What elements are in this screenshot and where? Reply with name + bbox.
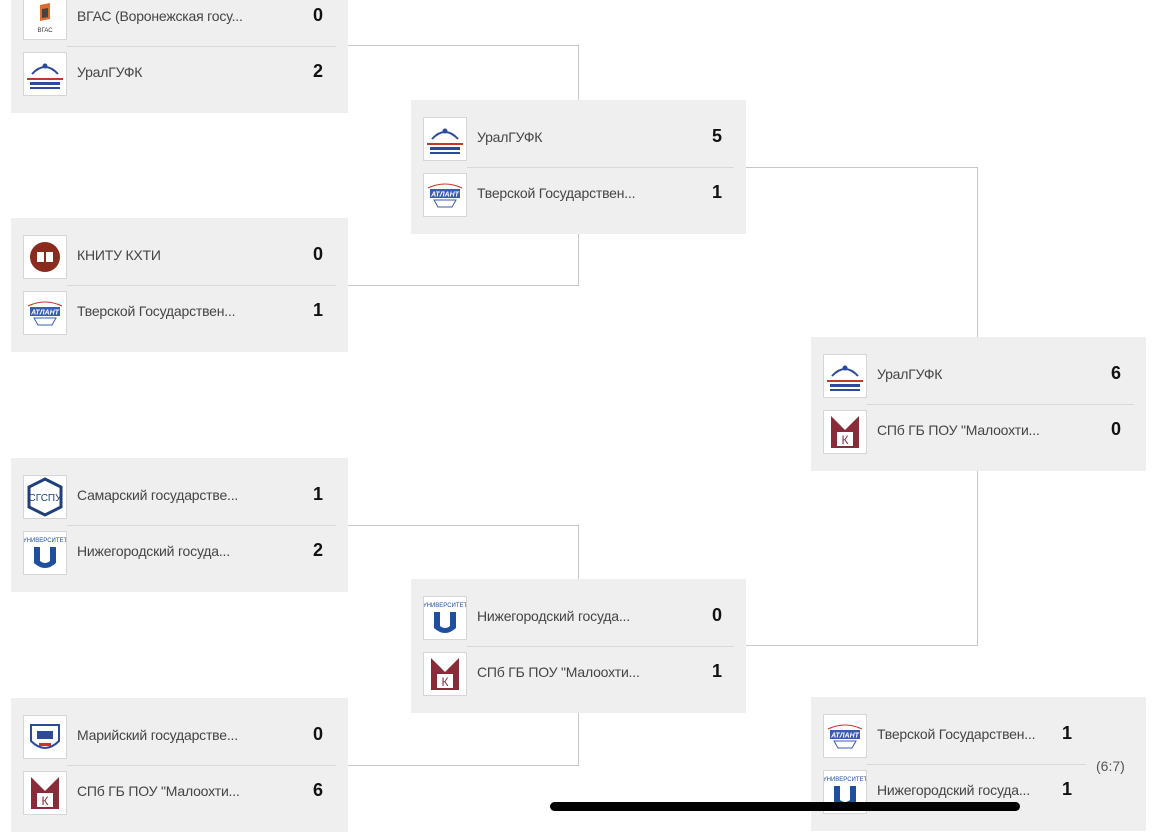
team-score: 6 [1110, 363, 1121, 383]
team-row[interactable]: УралГУФК 2 [11, 46, 348, 102]
team-row[interactable]: УНИВЕРСИТЕТ Нижегородский госуда... 2 [11, 525, 348, 581]
team-score: 0 [312, 5, 323, 25]
divider [67, 285, 336, 286]
team-row[interactable]: УНИВЕРСИТЕТ Нижегородский госуда... 0 [411, 590, 746, 646]
connector [348, 285, 579, 286]
team-name: УралГУФК [877, 366, 943, 382]
team-name: СПб ГБ ПОУ "Малоохти... [77, 783, 240, 799]
team-score: 5 [711, 126, 722, 146]
divider [867, 764, 1086, 765]
svg-text:УНИВЕРСИТЕТ: УНИВЕРСИТЕТ [424, 603, 466, 609]
svg-text:УНИВЕРСИТЕТ: УНИВЕРСИТЕТ [24, 538, 66, 544]
svg-text:К: К [42, 794, 49, 808]
uralgufk-logo [823, 354, 867, 398]
sgspu-logo: СГСПУ [23, 475, 67, 519]
svg-text:АТЛАНТ: АТЛАНТ [30, 310, 60, 317]
svg-text:АТЛАНТ: АТЛАНТ [430, 192, 460, 199]
team-name: Тверской Государствен... [77, 303, 236, 319]
connector [348, 765, 579, 766]
team-row[interactable]: ВГАС ВГАС (Воронежская госу... 0 [11, 0, 348, 46]
team-row[interactable]: АТЛАНТ Тверской Государствен... 1 [11, 285, 348, 341]
team-row[interactable]: АТЛАНТ Тверской Государствен... 1 [811, 708, 1146, 764]
team-row[interactable]: Марийский государстве... 0 [11, 709, 348, 765]
team-score: 1 [312, 484, 323, 504]
mk-logo: К [423, 652, 467, 696]
team-score: 1 [1061, 779, 1072, 799]
team-name: ВГАС (Воронежская госу... [77, 8, 243, 24]
match-round1[interactable]: ВГАС ВГАС (Воронежская госу... 0 УралГУФ… [11, 0, 348, 113]
team-score: 0 [711, 605, 722, 625]
vgas-logo: ВГАС [23, 0, 67, 40]
margu-logo [23, 715, 67, 759]
home-indicator[interactable] [550, 802, 1020, 811]
team-name: СПб ГБ ПОУ "Малоохти... [877, 422, 1040, 438]
team-name: КНИТУ КХТИ [77, 247, 161, 263]
team-row[interactable]: К СПб ГБ ПОУ "Малоохти... 6 [11, 765, 348, 821]
team-score: 1 [711, 661, 722, 681]
svg-text:ВГАС: ВГАС [37, 28, 53, 34]
team-score: 0 [312, 244, 323, 264]
connector [348, 45, 579, 46]
svg-text:УНИВЕРСИТЕТ: УНИВЕРСИТЕТ [824, 777, 866, 783]
team-score: 1 [1061, 723, 1072, 743]
team-name: Тверской Государствен... [877, 726, 1036, 742]
team-name: Нижегородский госуда... [77, 543, 230, 559]
unn-logo: УНИВЕРСИТЕТ [23, 531, 67, 575]
divider [467, 167, 734, 168]
team-name: СПб ГБ ПОУ "Малоохти... [477, 664, 640, 680]
uralgufk-logo [23, 52, 67, 96]
team-score: 0 [312, 724, 323, 744]
connector [348, 525, 579, 526]
mk-logo: К [823, 410, 867, 454]
team-row[interactable]: К СПб ГБ ПОУ "Малоохти... 1 [411, 646, 746, 702]
divider [67, 525, 336, 526]
svg-text:К: К [842, 433, 849, 447]
atlant-logo: АТЛАНТ [23, 291, 67, 335]
team-row[interactable]: УралГУФК 6 [811, 348, 1146, 404]
team-name: УралГУФК [477, 129, 543, 145]
penalty-score: (6:7) [1096, 758, 1125, 774]
knitu-logo [23, 235, 67, 279]
atlant-logo: АТЛАНТ [423, 173, 467, 217]
svg-text:СГСПУ: СГСПУ [29, 493, 63, 504]
team-score: 1 [711, 182, 722, 202]
divider [467, 646, 734, 647]
team-score: 2 [312, 61, 323, 81]
team-score: 2 [312, 540, 323, 560]
team-row[interactable]: К СПб ГБ ПОУ "Малоохти... 0 [811, 404, 1146, 460]
svg-text:АТЛАНТ: АТЛАНТ [830, 733, 860, 740]
team-name: Марийский государстве... [77, 727, 238, 743]
team-score: 1 [312, 300, 323, 320]
team-name: УралГУФК [77, 64, 143, 80]
team-name: Нижегородский госуда... [477, 608, 630, 624]
team-name: Нижегородский госуда... [877, 782, 1030, 798]
team-row[interactable]: УралГУФК 5 [411, 111, 746, 167]
uralgufk-logo [423, 117, 467, 161]
team-score: 6 [312, 780, 323, 800]
atlant-logo: АТЛАНТ [823, 714, 867, 758]
team-row[interactable]: АТЛАНТ Тверской Государствен... 1 [411, 167, 746, 223]
team-row[interactable]: СГСПУ Самарский государстве... 1 [11, 469, 348, 525]
team-row[interactable]: КНИТУ КХТИ 0 [11, 229, 348, 285]
divider [867, 404, 1134, 405]
connector [746, 645, 978, 646]
team-name: Самарский государстве... [77, 487, 239, 503]
mk-logo: К [23, 771, 67, 815]
team-name: Тверской Государствен... [477, 185, 636, 201]
connector [746, 167, 978, 168]
unn-logo: УНИВЕРСИТЕТ [423, 596, 467, 640]
divider [67, 46, 336, 47]
svg-text:К: К [442, 675, 449, 689]
team-score: 0 [1110, 419, 1121, 439]
divider [67, 765, 336, 766]
